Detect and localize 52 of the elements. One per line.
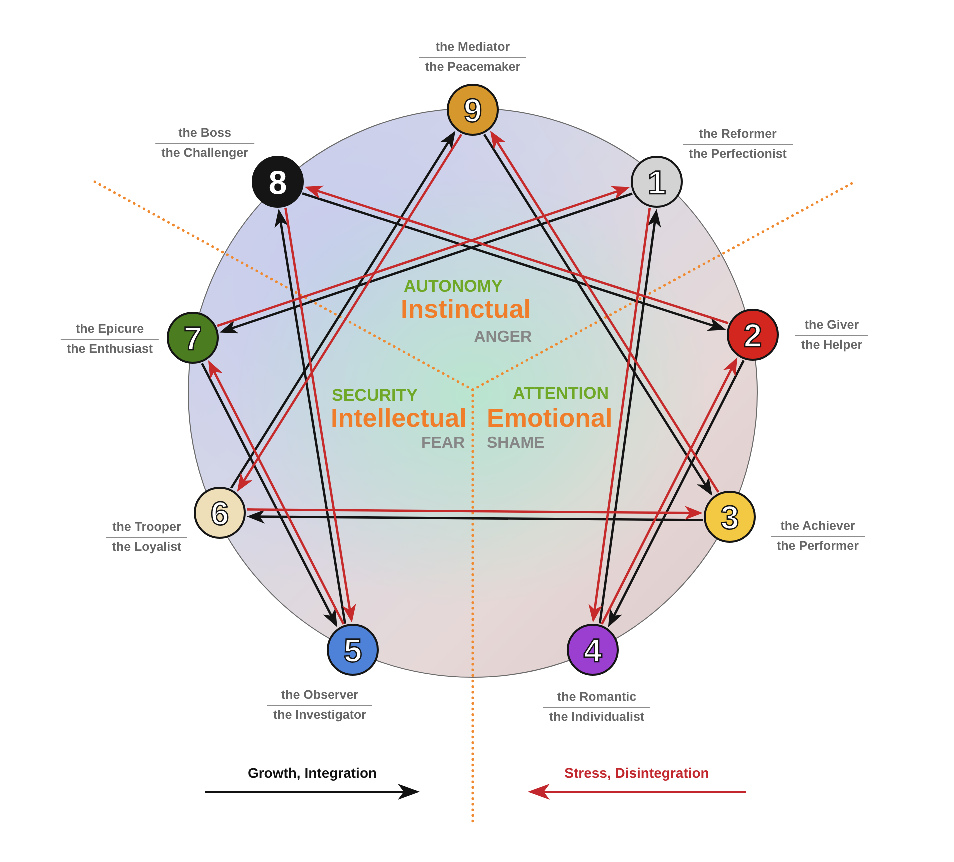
- center-label: Emotional: [487, 405, 613, 431]
- motive-label: SECURITY: [332, 387, 418, 404]
- type-number: 6: [210, 496, 230, 530]
- type-name: the Enthusiast: [66, 340, 154, 357]
- type-number: 5: [344, 634, 362, 666]
- type-number: 4: [584, 634, 602, 666]
- center-label: Intellectual: [331, 405, 467, 431]
- type-number: 2: [744, 318, 762, 352]
- type-number: 7: [184, 322, 202, 354]
- type-name: the Mediator: [419, 40, 527, 58]
- type-number: 8: [268, 166, 288, 198]
- type-name: the Epicure: [60, 322, 160, 340]
- arrow: [588, 208, 652, 623]
- type-name: the Performer: [776, 538, 860, 554]
- number-circle: [327, 624, 379, 676]
- type-name: the Helper: [800, 336, 864, 353]
- type-number: 1: [648, 166, 666, 198]
- type-name: the Giver: [795, 318, 869, 336]
- arrow: [247, 506, 703, 520]
- type-name: the Perfectionist: [688, 146, 788, 162]
- arrow: [284, 208, 356, 623]
- motive-label: ATTENTION: [512, 385, 609, 402]
- type-name: the Investigator: [272, 706, 368, 723]
- motive-label: AUTONOMY: [404, 278, 503, 295]
- type-number: 3: [720, 500, 740, 534]
- emotion-label: FEAR: [421, 436, 465, 452]
- type-name: the Boss: [156, 126, 254, 144]
- legend-label: Stress, Disintegration: [564, 766, 710, 780]
- type-name: the Peacemaker: [424, 58, 522, 75]
- center-label: Instinctual: [401, 296, 532, 322]
- arrow: [598, 209, 662, 624]
- emotion-label: ANGER: [474, 330, 532, 346]
- number-circle: [447, 84, 499, 136]
- number-circle: [567, 624, 619, 676]
- type-name: the Loyalist: [111, 538, 183, 555]
- type-number: 9: [464, 94, 482, 126]
- type-name: the Challenger: [160, 144, 250, 161]
- number-circle: [167, 312, 219, 364]
- number-circle: [704, 491, 756, 543]
- arrow: [247, 510, 703, 524]
- number-circle: [194, 487, 246, 539]
- type-name: the Trooper: [106, 520, 188, 538]
- number-circle: [252, 156, 304, 208]
- number-circle: [727, 309, 779, 361]
- emotion-label: SHAME: [487, 436, 545, 452]
- type-name: the Reformer: [683, 127, 793, 144]
- type-name: the Individualist: [548, 708, 646, 725]
- type-name: the Romantic: [543, 690, 651, 708]
- legend-label: Growth, Integration: [248, 766, 378, 780]
- type-name: the Achiever: [771, 519, 865, 536]
- arrow: [274, 209, 346, 624]
- type-name: the Observer: [267, 688, 373, 706]
